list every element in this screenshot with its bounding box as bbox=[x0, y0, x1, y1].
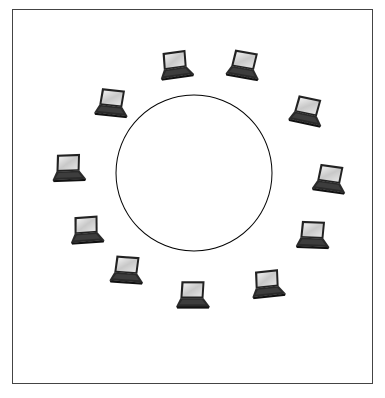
laptop-icon bbox=[250, 269, 286, 300]
laptop-icon bbox=[176, 281, 210, 308]
laptop-icon bbox=[109, 255, 144, 285]
laptop-icon bbox=[225, 49, 263, 82]
laptop-icon bbox=[94, 88, 130, 119]
ring-network-circle bbox=[116, 95, 272, 251]
laptop-icon bbox=[69, 215, 104, 245]
laptop-icon bbox=[288, 94, 327, 128]
laptop-icon bbox=[312, 163, 349, 195]
laptop-icon bbox=[296, 221, 331, 249]
laptop-icon bbox=[157, 49, 194, 81]
laptop-icon bbox=[52, 154, 87, 182]
